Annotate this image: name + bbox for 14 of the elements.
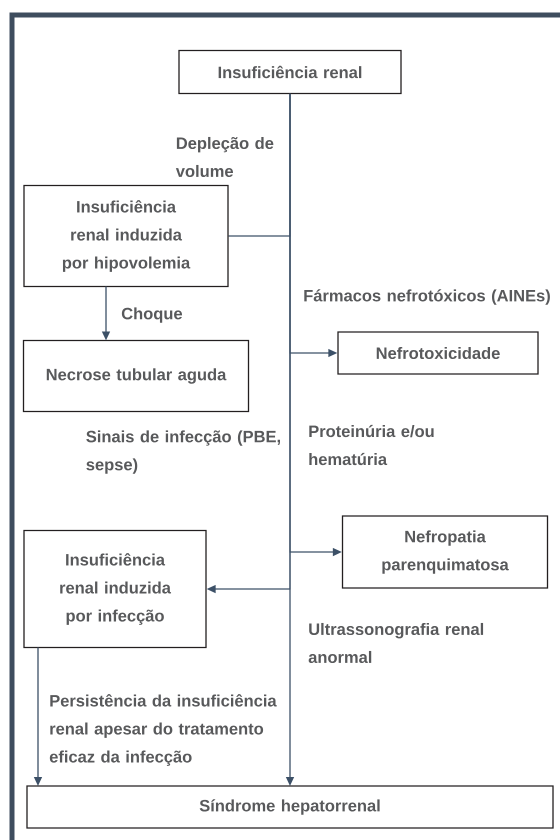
edge-label: Proteinúria e/ou hematúria — [309, 424, 434, 466]
process-box: Insuficiência renal — [178, 50, 402, 94]
edge-label: Ultrassonografia renal anormal — [308, 622, 484, 664]
edge-label: Choque — [122, 307, 182, 323]
process-box: Insuficiência renal induzida por infecção — [23, 530, 207, 648]
process-box: Síndrome hepatorrenal — [26, 785, 554, 829]
edge-label: Depleção de volume — [176, 136, 274, 178]
edge-label: Sinais de infecção (PBE, sepse) — [86, 430, 280, 474]
process-box: Nefrotoxicidade — [337, 331, 539, 375]
process-box: Nefropatia parenquimatosa — [342, 515, 548, 589]
edge-label: Persistência da insuficiência renal apesar do tratamento eficaz da infecção — [50, 694, 277, 766]
edge-label: Fármacos nefrotóxicos (AINEs) — [304, 289, 550, 305]
process-box: Necrose tubular aguda — [22, 340, 250, 412]
process-box: Insuficiência renal induzida por hipovolemia — [23, 184, 229, 288]
